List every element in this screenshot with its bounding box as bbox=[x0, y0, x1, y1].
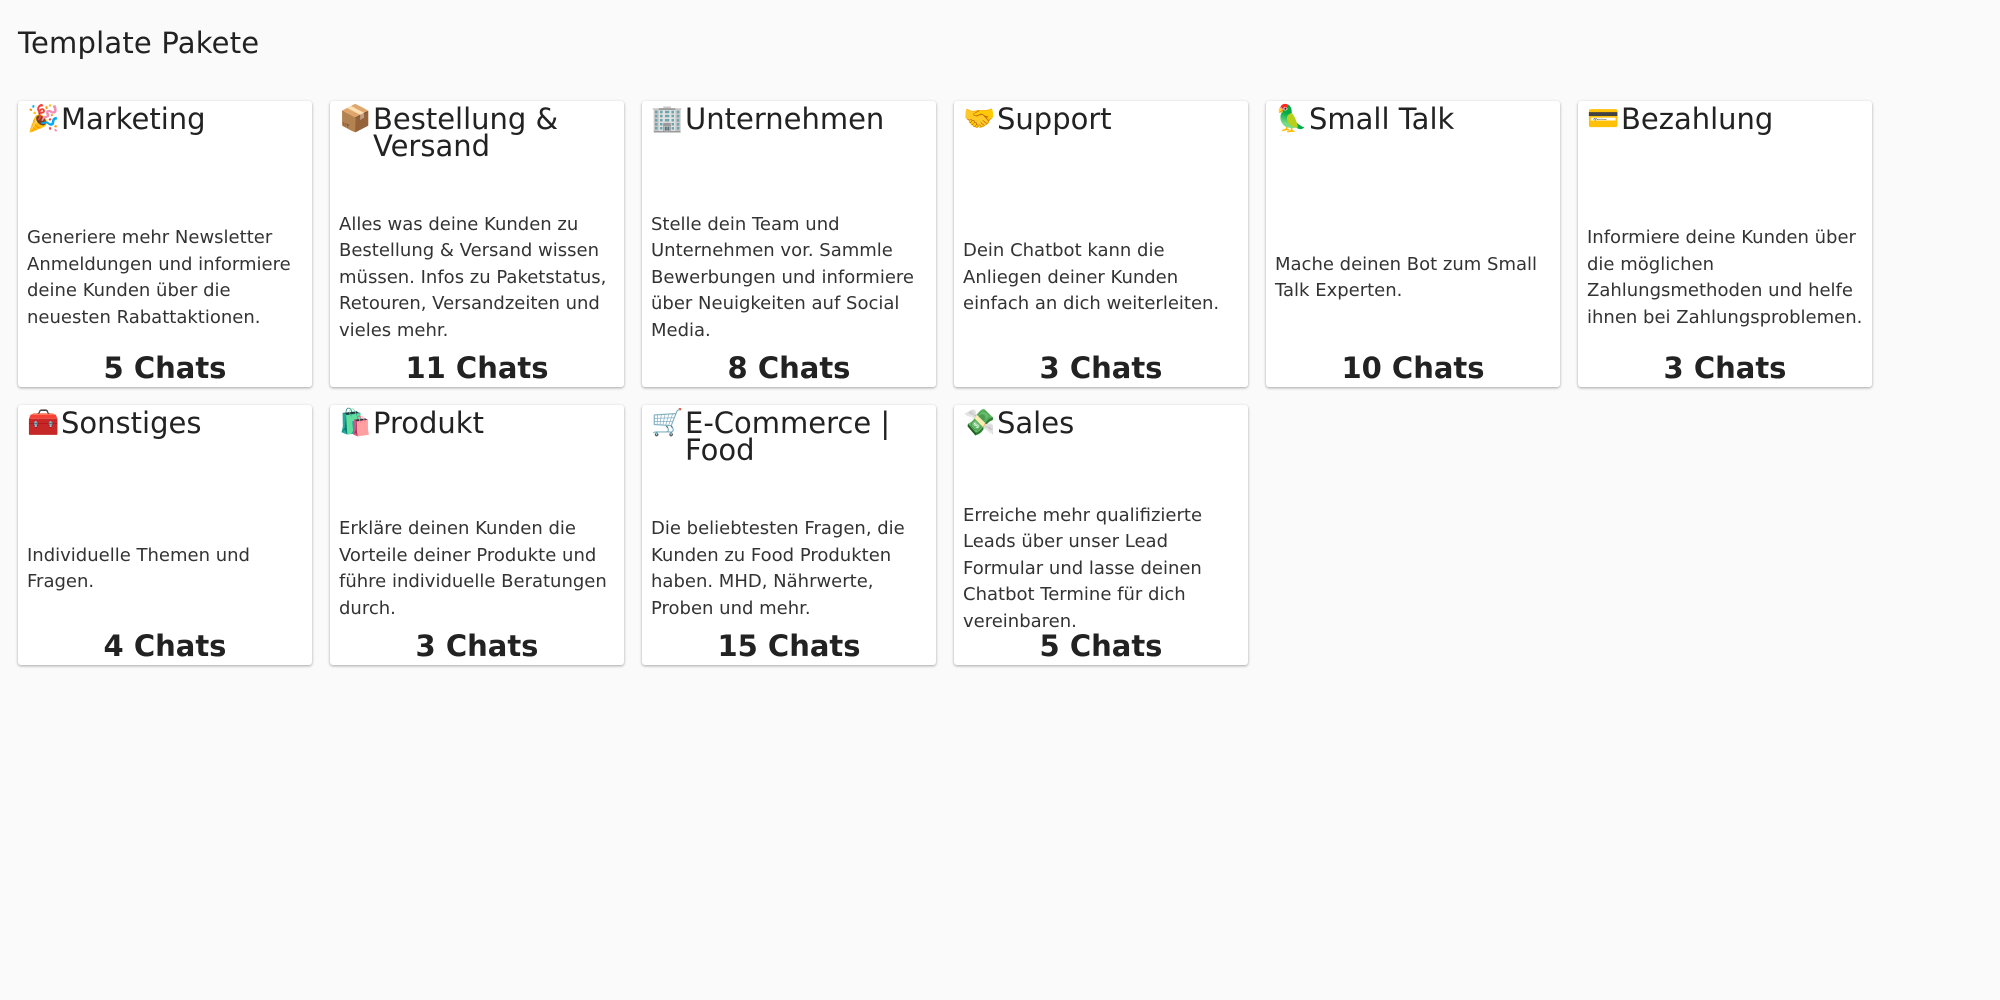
template-card-support[interactable]: 🤝 Support Dein Chatbot kann die Anliegen… bbox=[954, 101, 1248, 387]
template-card-sonstiges[interactable]: 🧰 Sonstiges Individuelle Themen und Frag… bbox=[18, 405, 312, 665]
card-description-text: Dein Chatbot kann die Anliegen deiner Ku… bbox=[963, 240, 1220, 315]
template-card-unternehmen[interactable]: 🏢 Unternehmen Stelle dein Team und Unter… bbox=[642, 101, 936, 387]
card-description-text: Erkläre deinen Kunden die Vorteile deine… bbox=[339, 518, 607, 619]
office-building-icon: 🏢 bbox=[651, 104, 684, 134]
credit-card-icon: 💳 bbox=[1587, 104, 1620, 134]
card-title: Support bbox=[997, 102, 1112, 136]
template-card-small-talk[interactable]: 🦜 Small Talk Mache deinen Bot zum Small … bbox=[1266, 101, 1560, 387]
card-chat-count: 11 Chats bbox=[405, 351, 549, 385]
shopping-cart-icon: 🛒 bbox=[651, 408, 684, 438]
page-title: Template Pakete bbox=[18, 26, 260, 60]
card-title: Produkt bbox=[373, 406, 484, 440]
card-description: Erreiche mehr qualifizierte Leads über u… bbox=[963, 487, 1239, 651]
template-card-bezahlung[interactable]: 💳 Bezahlung Informiere deine Kunden über… bbox=[1578, 101, 1872, 387]
card-description-text: Informiere deine Kunden über die möglich… bbox=[1587, 227, 1863, 328]
card-description: Stelle dein Team und Unternehmen vor. Sa… bbox=[651, 183, 927, 373]
card-header: 🛒 E-Commerce | Food bbox=[651, 405, 927, 467]
card-title: Bestellung & Versand bbox=[373, 102, 559, 163]
template-card-bestellung-versand[interactable]: 📦 Bestellung & Versand Alles was deine K… bbox=[330, 101, 624, 387]
card-title: Sales bbox=[997, 406, 1075, 440]
card-header: 🤝 Support bbox=[963, 101, 1239, 163]
card-header: 💸 Sales bbox=[963, 405, 1239, 467]
card-description: Dein Chatbot kann die Anliegen deiner Ku… bbox=[963, 183, 1239, 373]
money-with-wings-icon: 💸 bbox=[963, 408, 996, 438]
card-description: Generiere mehr Newsletter Anmeldungen un… bbox=[27, 183, 303, 373]
card-chat-count: 5 Chats bbox=[103, 351, 227, 385]
card-description: Mache deinen Bot zum Small Talk Experten… bbox=[1275, 183, 1551, 373]
card-chat-count: 8 Chats bbox=[727, 351, 851, 385]
card-description: Individuelle Themen und Fragen. bbox=[27, 487, 303, 651]
card-chat-count: 10 Chats bbox=[1341, 351, 1485, 385]
shopping-bags-icon: 🛍️ bbox=[339, 408, 372, 438]
template-package-grid: 🎉 Marketing Generiere mehr Newsletter An… bbox=[18, 101, 1872, 665]
card-description-text: Erreiche mehr qualifizierte Leads über u… bbox=[963, 504, 1203, 632]
card-title: Marketing bbox=[61, 102, 206, 136]
card-chat-count: 15 Chats bbox=[717, 629, 861, 663]
card-description: Die beliebtesten Fragen, die Kunden zu F… bbox=[651, 487, 927, 651]
card-chat-count: 3 Chats bbox=[1039, 351, 1163, 385]
handshake-icon: 🤝 bbox=[963, 104, 996, 134]
card-description: Informiere deine Kunden über die möglich… bbox=[1587, 183, 1863, 373]
card-description-text: Alles was deine Kunden zu Bestellung & V… bbox=[339, 213, 607, 341]
card-description-text: Die beliebtesten Fragen, die Kunden zu F… bbox=[651, 518, 905, 619]
card-header: 💳 Bezahlung bbox=[1587, 101, 1863, 163]
card-header: 🦜 Small Talk bbox=[1275, 101, 1551, 163]
card-description-text: Generiere mehr Newsletter Anmeldungen un… bbox=[27, 227, 291, 328]
card-title: Bezahlung bbox=[1621, 102, 1774, 136]
template-card-sales[interactable]: 💸 Sales Erreiche mehr qualifizierte Lead… bbox=[954, 405, 1248, 665]
card-chat-count: 5 Chats bbox=[1039, 629, 1163, 663]
card-chat-count: 4 Chats bbox=[103, 629, 227, 663]
card-description-text: Individuelle Themen und Fragen. bbox=[27, 544, 250, 593]
card-chat-count: 3 Chats bbox=[415, 629, 539, 663]
party-popper-icon: 🎉 bbox=[27, 104, 60, 134]
card-title: Unternehmen bbox=[685, 102, 885, 136]
template-card-produkt[interactable]: 🛍️ Produkt Erkläre deinen Kunden die Vor… bbox=[330, 405, 624, 665]
card-header: 🏢 Unternehmen bbox=[651, 101, 927, 163]
card-description-text: Stelle dein Team und Unternehmen vor. Sa… bbox=[651, 213, 914, 341]
template-card-e-commerce-food[interactable]: 🛒 E-Commerce | Food Die beliebtesten Fra… bbox=[642, 405, 936, 665]
card-description-text: Mache deinen Bot zum Small Talk Experten… bbox=[1275, 253, 1538, 302]
card-header: 🧰 Sonstiges bbox=[27, 405, 303, 467]
card-chat-count: 3 Chats bbox=[1663, 351, 1787, 385]
package-icon: 📦 bbox=[339, 104, 372, 134]
card-title: Sonstiges bbox=[61, 406, 202, 440]
parrot-icon: 🦜 bbox=[1275, 104, 1308, 134]
template-card-marketing[interactable]: 🎉 Marketing Generiere mehr Newsletter An… bbox=[18, 101, 312, 387]
card-title: Small Talk bbox=[1309, 102, 1455, 136]
card-header: 🛍️ Produkt bbox=[339, 405, 615, 467]
card-description: Erkläre deinen Kunden die Vorteile deine… bbox=[339, 487, 615, 651]
card-title: E-Commerce | Food bbox=[685, 406, 891, 467]
card-header: 📦 Bestellung & Versand bbox=[339, 101, 615, 163]
card-description: Alles was deine Kunden zu Bestellung & V… bbox=[339, 183, 615, 373]
card-header: 🎉 Marketing bbox=[27, 101, 303, 163]
toolbox-icon: 🧰 bbox=[27, 408, 60, 438]
